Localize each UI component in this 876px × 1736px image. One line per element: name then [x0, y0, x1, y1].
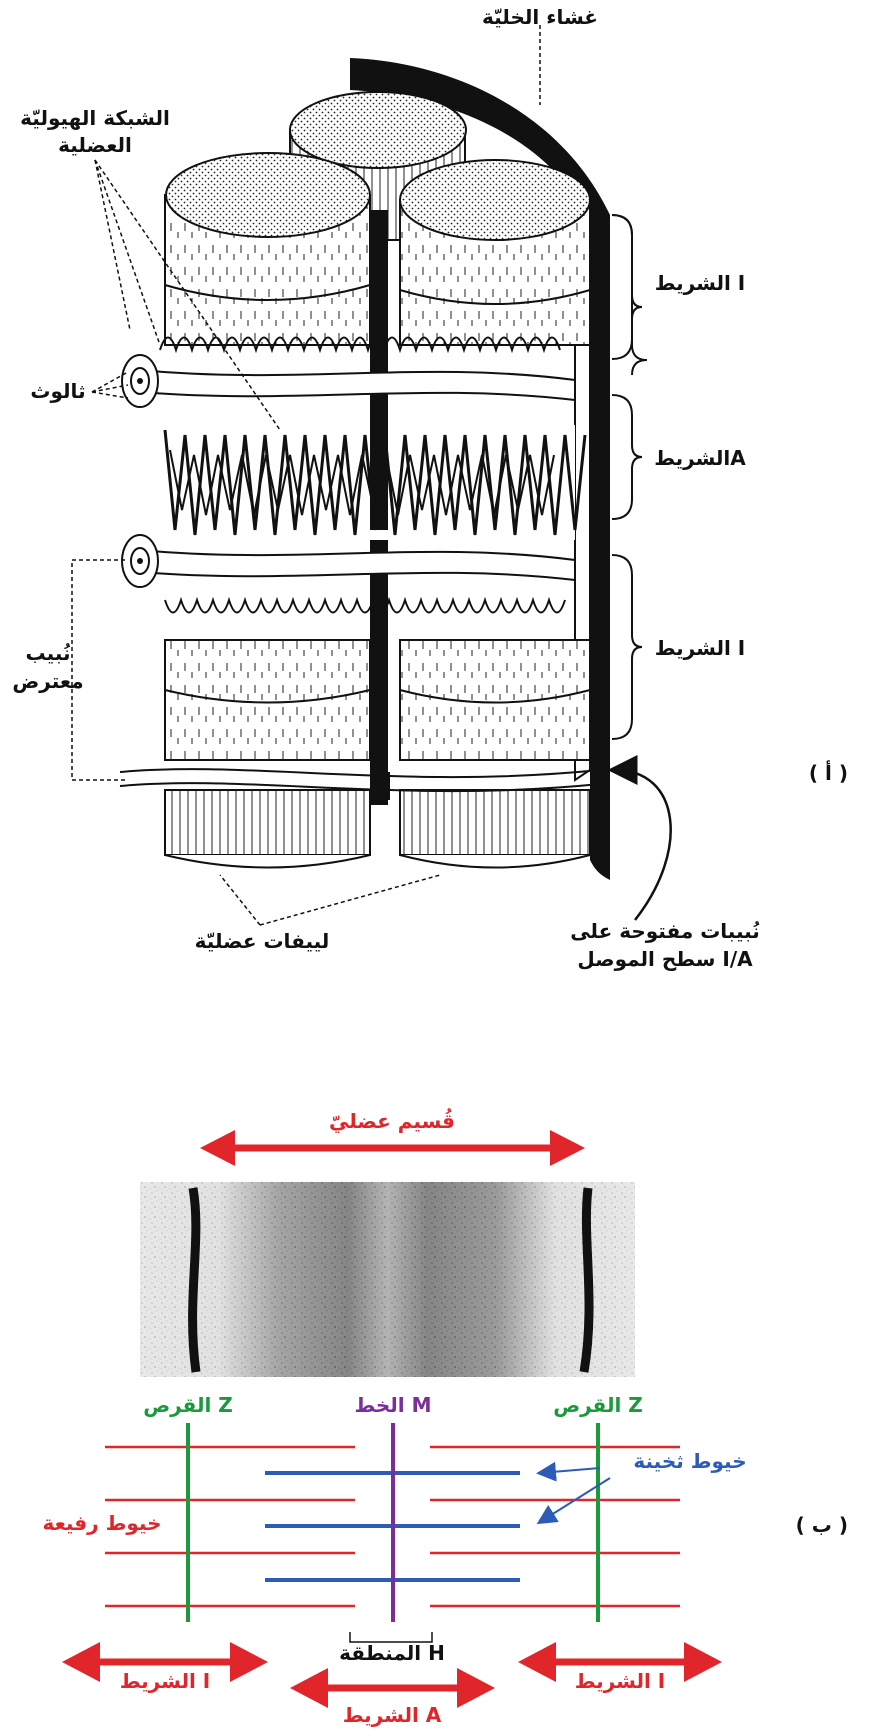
myofibril-top-left [164, 152, 371, 346]
a-band-network [163, 425, 587, 540]
brace-i-bottom [611, 554, 643, 740]
label-sarcomere: قُسيم عضليّ [329, 1108, 455, 1134]
junction-arrow [607, 755, 672, 921]
label-myofibrils: لييفات عضليّة [195, 929, 330, 953]
myofibril-bottom-left [164, 639, 371, 869]
label-panel-a: ( أ ) [809, 759, 848, 785]
myofibril-top-right [399, 159, 591, 346]
label-panel-b: ( ب ) [796, 1513, 848, 1537]
label-band-a: الشريطA [654, 446, 746, 470]
triad-upper [121, 354, 576, 408]
label-t-tubule-line2: معترض [12, 669, 83, 693]
label-m-line: الخط M [354, 1393, 431, 1417]
sarcoplasmic-reticulum-upper [159, 336, 561, 354]
label-sr-line1: الشبكة الهيوليّة [20, 106, 170, 130]
label-band-i-right: الشريط I [575, 1669, 666, 1693]
thin-filaments [105, 1445, 680, 1608]
sarcomere-diagram [62, 1130, 722, 1708]
brace-i-top-b [611, 214, 643, 360]
label-band-i-top: الشريط I [655, 271, 746, 295]
h-zone-bracket [349, 1632, 433, 1643]
transverse-tubule [119, 768, 601, 793]
label-z-disc-left: القرص Z [143, 1393, 233, 1417]
label-h-zone: المنطقة H [339, 1641, 445, 1665]
muscle-fiber-diagram [71, 25, 672, 926]
leader-lines [71, 25, 541, 926]
label-thin-filaments: خيوط رفيعة [42, 1511, 161, 1535]
label-open-tubules-line1: نُبيبات مفتوحة على [570, 919, 760, 943]
label-open-tubules-line2: سطح الموصل I/A [577, 947, 753, 971]
label-sr-line2: العضلية [58, 133, 132, 157]
label-band-a-b: الشريط A [343, 1703, 442, 1727]
label-band-i-left: الشريط I [120, 1669, 211, 1693]
triad-lower [121, 534, 576, 588]
label-band-i-bottom: الشريط I [655, 636, 746, 660]
sarcoplasmic-reticulum-lower [164, 596, 566, 614]
label-cell-membrane: غشاء الخليّة [482, 5, 598, 29]
label-triad: ثالوث [30, 379, 85, 403]
myofibril-bottom-right [399, 639, 591, 869]
label-t-tubule-line1: نُبيب [25, 641, 70, 665]
brace-a [611, 394, 643, 520]
electron-micrograph [140, 1182, 635, 1377]
label-z-disc-right: القرص Z [553, 1393, 643, 1417]
label-thick-filaments: خيوط ثخينة [633, 1449, 746, 1473]
